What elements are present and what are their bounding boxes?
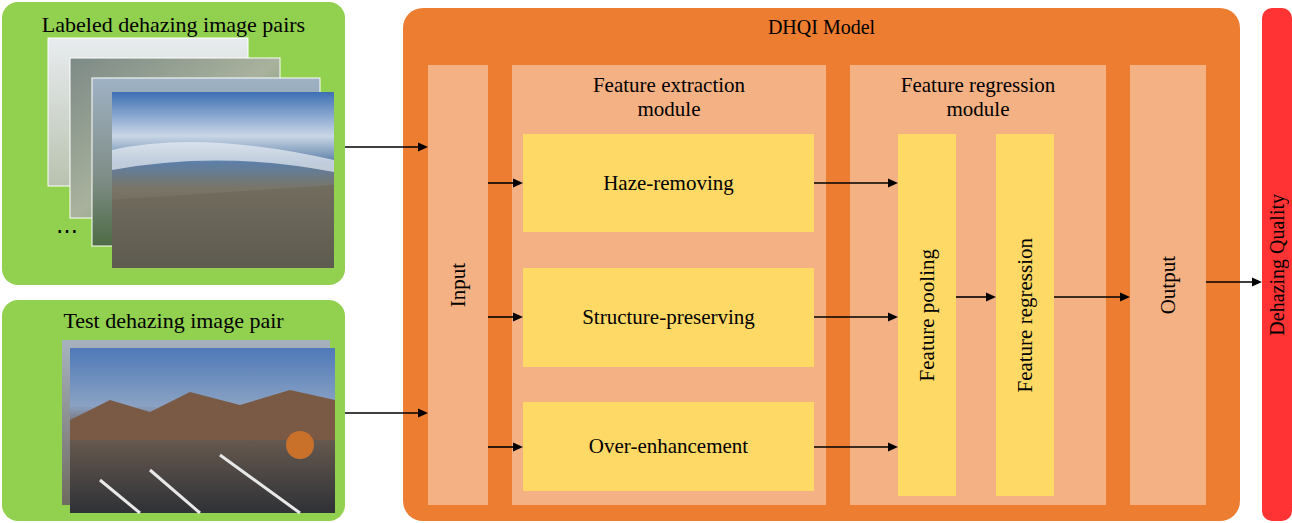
box-label: Haze-removing <box>603 171 734 195</box>
result-box: Dehazing Quality <box>1262 8 1292 521</box>
box-label: Output <box>1156 256 1180 314</box>
box-heading: Test dehazing image pair <box>9 308 339 333</box>
process-box: Over-enhancement <box>523 402 814 491</box>
module-panel: Feature extraction moduleHaze-removingSt… <box>512 65 826 505</box>
arrow-connector <box>488 179 523 188</box>
output-band: Output <box>1130 65 1206 505</box>
arrow-connector <box>1054 293 1130 302</box>
box-label: Structure-preserving <box>582 305 755 329</box>
arrow-connector <box>1206 278 1262 287</box>
arrow-connector <box>488 313 523 322</box>
arrow-connector <box>488 443 523 452</box>
arrow-connector <box>345 409 428 418</box>
process-bar: Feature regression <box>996 134 1054 496</box>
process-box: Haze-removing <box>523 134 814 232</box>
box-label: Feature pooling <box>915 249 939 381</box>
module-panel: Feature regression moduleFeature pooling… <box>850 65 1106 505</box>
arrow-connector <box>814 443 898 452</box>
box-label: Input <box>446 263 470 307</box>
model-box: DHQI ModelInput Feature extraction module… <box>403 8 1240 521</box>
box-label: Feature regression <box>1013 238 1037 393</box>
box-heading: Feature extraction module <box>569 73 769 121</box>
box-heading: DHQI Model <box>622 16 1022 39</box>
ellipsis-mark: ⋯ <box>56 220 78 242</box>
box-label: Dehazing Quality <box>1266 194 1289 336</box>
input-band: Input <box>428 65 488 505</box>
arrow-connector <box>814 179 898 188</box>
process-bar: Feature pooling <box>898 134 956 496</box>
arrow-connector <box>814 313 898 322</box>
arrow-connector <box>345 143 428 152</box>
box-heading: Feature regression module <box>878 73 1078 121</box>
process-box: Structure-preserving <box>523 268 814 367</box>
box-label: Over-enhancement <box>589 434 748 458</box>
box-heading: Labeled dehazing image pairs <box>9 12 339 37</box>
arrow-connector <box>956 293 996 302</box>
